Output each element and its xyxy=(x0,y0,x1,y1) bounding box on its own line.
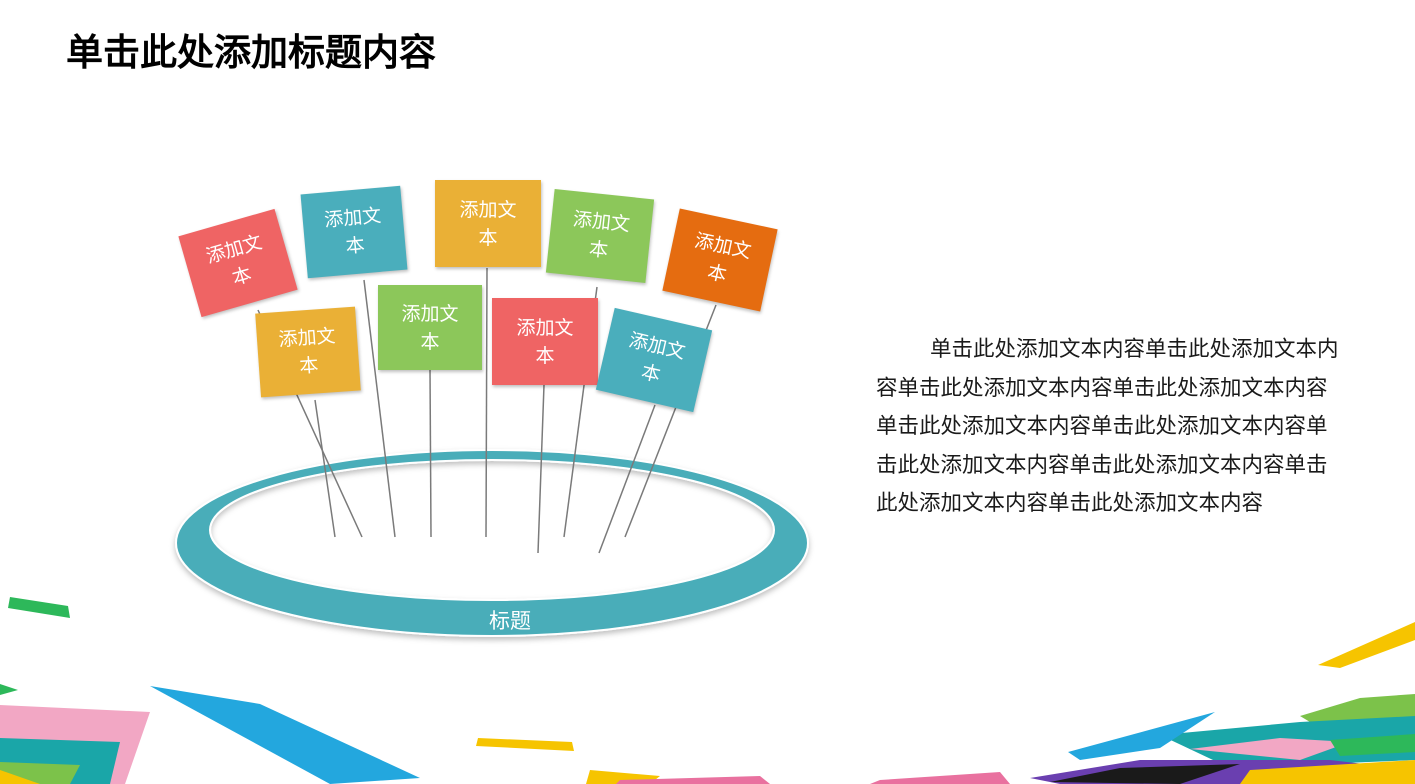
ring-title-label[interactable]: 标题 xyxy=(489,609,531,633)
deco-shape-pink-right xyxy=(1190,738,1350,760)
deco-shape-black-right xyxy=(1050,764,1240,784)
deco-shape-yellow-right-bottom xyxy=(1240,760,1415,784)
sign-2[interactable]: 添加文 本 xyxy=(300,185,408,279)
sign-4[interactable]: 添加文 本 xyxy=(545,189,655,283)
deco-shape-blue-right xyxy=(1068,712,1215,760)
body-text-block[interactable]: 单击此处添加文本内容单击此处添加文本内容单击此处添加文本内容单击此处添加文本内容… xyxy=(876,337,1339,516)
sign-7[interactable]: 添加文 本 xyxy=(378,285,482,370)
deco-shape-green-right-bottom xyxy=(1330,734,1415,756)
deco-shape-yellow-right xyxy=(1318,622,1415,668)
sign-6[interactable]: 添加文 本 xyxy=(255,306,361,398)
sign-3[interactable]: 添加文 本 xyxy=(435,180,541,267)
deco-shape-blue-ribbon xyxy=(150,686,420,784)
stick-9 xyxy=(598,404,656,554)
deco-shape-pink-bottom-right xyxy=(870,772,1010,784)
deco-shape-pink-strip xyxy=(616,776,770,784)
stick-3 xyxy=(485,267,488,538)
title-ring xyxy=(174,449,810,637)
deco-shape-yellow-bottom-left xyxy=(0,770,40,784)
deco-shape-green-left-small xyxy=(0,684,18,695)
stick-8 xyxy=(537,384,545,554)
stick-7 xyxy=(429,369,432,538)
sign-8[interactable]: 添加文 本 xyxy=(492,298,598,385)
page-title: 单击此处添加标题内容 xyxy=(66,31,436,74)
stick-2 xyxy=(363,279,396,538)
deco-shape-green-left xyxy=(8,597,70,618)
stick-6 xyxy=(314,399,336,538)
deco-shape-yellow-mid xyxy=(476,738,574,751)
